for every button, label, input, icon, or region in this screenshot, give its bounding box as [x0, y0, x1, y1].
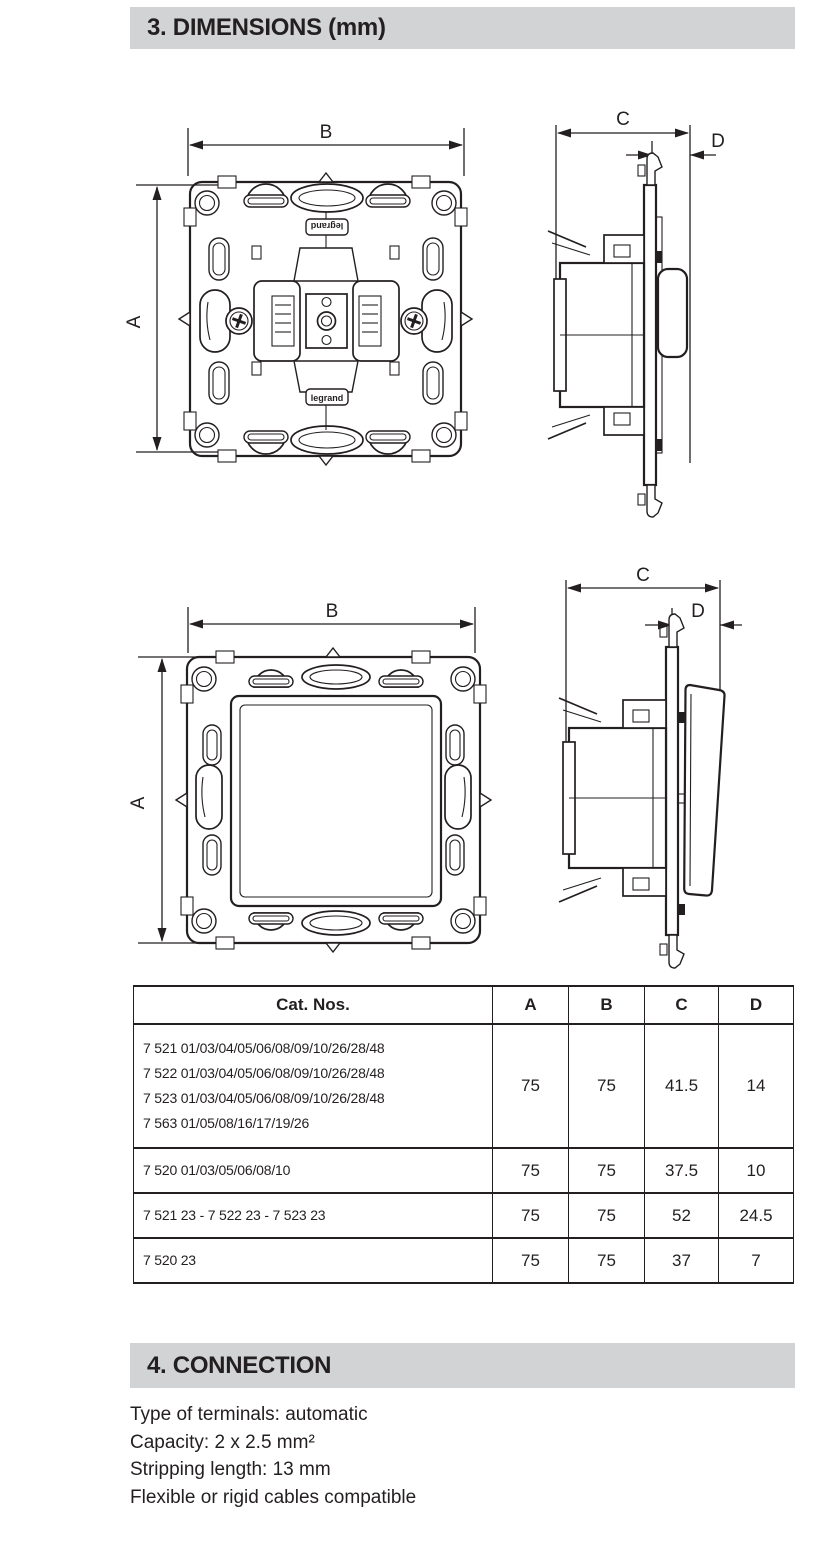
cat-no-line: 7 522 01/03/04/05/06/08/09/10/26/28/48 — [143, 1065, 385, 1081]
section-dimensions-title: 3. DIMENSIONS (mm) — [147, 14, 386, 41]
dim-height-a: A — [124, 184, 224, 453]
connection-line-terminals: Type of terminals: automatic — [130, 1404, 368, 1425]
dim-depth-c: C — [565, 565, 721, 767]
dim-width-b: B — [187, 601, 476, 653]
brand-label-top: legrand — [305, 218, 349, 236]
terminal-right — [358, 295, 382, 347]
cat-no-line: 7 523 01/03/04/05/06/08/09/10/26/28/48 — [143, 1090, 385, 1106]
support-plate-side — [637, 152, 663, 518]
table-header-a: A — [492, 985, 569, 1025]
value-c: 37 — [644, 1237, 719, 1284]
dim-label-b: B — [320, 122, 333, 143]
cat-nos-cell: 7 520 23 — [133, 1237, 493, 1284]
section-dimensions-header: 3. DIMENSIONS (mm) — [130, 7, 795, 49]
dim-label-c: C — [616, 109, 630, 130]
value-b: 75 — [568, 1192, 645, 1239]
mechanism-body-side — [558, 697, 668, 903]
dim-protrusion-d: D — [645, 601, 742, 682]
connection-line-stripping: Stripping length: 13 mm — [130, 1459, 331, 1480]
cat-nos-cell: 7 521 01/03/04/05/06/08/09/10/26/28/48 7… — [133, 1023, 493, 1149]
section-connection-title: 4. CONNECTION — [147, 1351, 332, 1379]
corner-screw-holes — [194, 190, 457, 448]
switch-mechanism — [225, 212, 428, 430]
brand-text-bottom: legrand — [311, 393, 344, 403]
bottom-slot-row — [243, 425, 411, 455]
corner-screw-holes — [191, 666, 476, 934]
mechanism-body-side — [547, 230, 646, 440]
cat-no-line: 7 563 01/05/08/16/17/19/26 — [143, 1115, 310, 1131]
value-a: 75 — [492, 1237, 569, 1284]
side-view-rocker-drawing: C D — [558, 565, 742, 969]
value-b: 75 — [568, 1147, 645, 1194]
mounting-frame — [177, 171, 474, 467]
value-b: 75 — [568, 1023, 645, 1149]
table-row: 7 520 23 75 75 37 7 — [133, 1237, 794, 1284]
table-row: 7 520 01/03/05/06/08/10 75 75 37.5 10 — [133, 1147, 794, 1194]
value-a: 75 — [492, 1192, 569, 1239]
value-d: 7 — [718, 1237, 794, 1284]
top-slot-row — [248, 664, 424, 690]
table-row: 7 521 01/03/04/05/06/08/09/10/26/28/48 7… — [133, 1023, 794, 1149]
dim-label-c: C — [636, 565, 650, 586]
left-slot-column — [195, 724, 223, 876]
dim-label-a: A — [124, 315, 145, 328]
value-d: 14 — [718, 1023, 794, 1149]
top-slot-row — [243, 183, 411, 213]
table-header-row: Cat. Nos. A B C D — [133, 985, 794, 1025]
terminal-left — [271, 295, 295, 347]
cat-no-line: 7 521 23 - 7 522 23 - 7 523 23 — [143, 1207, 326, 1223]
cat-no-line: 7 521 01/03/04/05/06/08/09/10/26/28/48 — [143, 1040, 385, 1056]
cat-no-line: 7 520 01/03/05/06/08/10 — [143, 1162, 291, 1178]
value-d: 24.5 — [718, 1192, 794, 1239]
table-header-d: D — [718, 985, 794, 1025]
value-c: 52 — [644, 1192, 719, 1239]
rocker-button-side — [656, 267, 689, 359]
dimensions-table: Cat. Nos. A B C D 7 521 01/03/04/05/06/0… — [133, 985, 794, 1284]
value-b: 75 — [568, 1237, 645, 1284]
brand-text-top: legrand — [311, 221, 344, 231]
dim-label-d: D — [711, 131, 725, 152]
mounting-frame — [174, 646, 493, 954]
table-header-cat-nos: Cat. Nos. — [133, 985, 493, 1025]
fixing-screw-left — [225, 307, 253, 335]
brand-label-bottom: legrand — [305, 388, 349, 406]
front-view-cover-plate-drawing: B A — [128, 601, 493, 954]
cat-no-line: 7 520 23 — [143, 1252, 196, 1268]
connection-specs: Type of terminals: automatic Capacity: 2… — [130, 1401, 416, 1511]
right-slot-column — [444, 724, 472, 876]
value-c: 37.5 — [644, 1147, 719, 1194]
value-d: 10 — [718, 1147, 794, 1194]
table-row: 7 521 23 - 7 522 23 - 7 523 23 75 75 52 … — [133, 1192, 794, 1239]
rocker-plate-side — [683, 683, 726, 897]
side-view-mechanism-drawing: C D — [547, 109, 725, 518]
rocker-cover-plate — [229, 694, 443, 908]
table-header-b: B — [568, 985, 645, 1025]
value-a: 75 — [492, 1147, 569, 1194]
dim-label-a: A — [128, 796, 149, 809]
value-c: 41.5 — [644, 1023, 719, 1149]
bottom-slot-row — [248, 910, 424, 936]
dim-width-b: B — [187, 122, 465, 176]
front-view-mechanism-drawing: B A — [124, 122, 474, 467]
connection-line-cables: Flexible or rigid cables compatible — [130, 1486, 417, 1508]
value-a: 75 — [492, 1023, 569, 1149]
dim-label-b: B — [326, 601, 339, 622]
dim-depth-c: C — [555, 109, 691, 463]
dim-label-d: D — [691, 601, 705, 622]
table-header-c: C — [644, 985, 719, 1025]
fixing-screw-right — [400, 307, 428, 335]
connection-line-capacity: Capacity: 2 x 2.5 mm² — [130, 1431, 315, 1453]
section-connection-header: 4. CONNECTION — [130, 1343, 795, 1388]
cat-nos-cell: 7 521 23 - 7 522 23 - 7 523 23 — [133, 1192, 493, 1239]
support-plate-side — [659, 613, 686, 969]
cat-nos-cell: 7 520 01/03/05/06/08/10 — [133, 1147, 493, 1194]
